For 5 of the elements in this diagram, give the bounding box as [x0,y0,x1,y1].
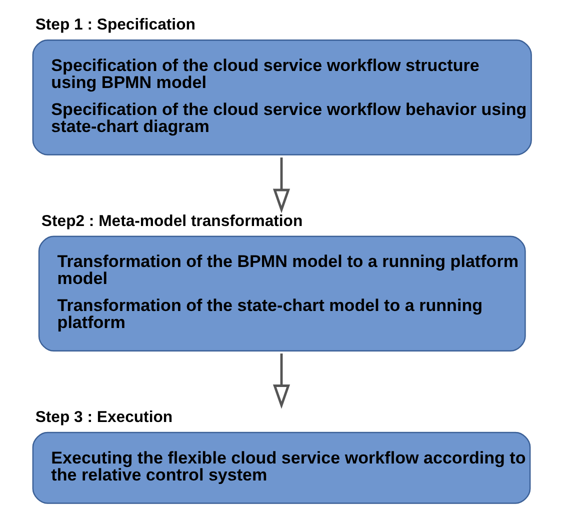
arrow [272,354,290,409]
node-label: Step2 : Meta-model transformation [40,212,302,230]
node-label: Step 3 : Execution [34,409,172,426]
node-label: Step 1 : Specification [34,16,195,34]
arrow [272,158,290,214]
